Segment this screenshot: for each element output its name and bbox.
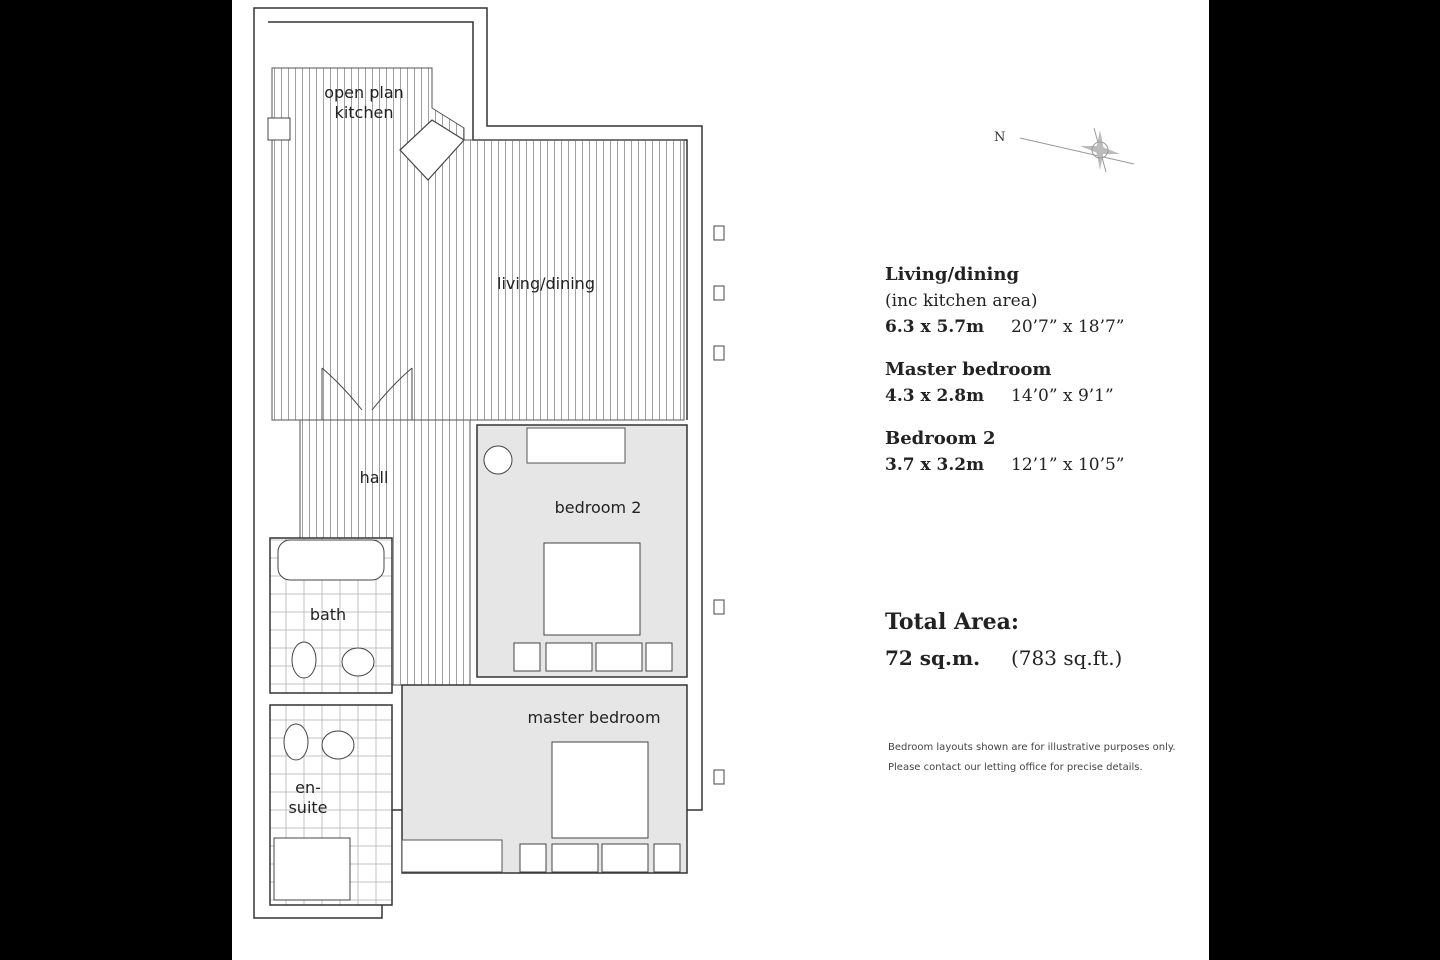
- living-kitchen-area: [267, 67, 685, 421]
- schedule-living-name: Living/dining: [885, 264, 1020, 285]
- label-hall: hall: [360, 468, 389, 487]
- total-area-sqm: 72 sq.m.: [885, 646, 981, 670]
- label-bath: bath: [310, 605, 346, 624]
- label-bedroom2: bedroom 2: [555, 498, 642, 517]
- label-ensuite-line1: en-: [295, 778, 321, 797]
- disclaimer-line2: Please contact our letting office for pr…: [888, 762, 1143, 773]
- total-area-label: Total Area:: [885, 609, 1019, 635]
- schedule-bedroom2: Bedroom 2 3.7 x 3.2m 12’1” x 10’5”: [885, 426, 1205, 478]
- bathroom: [269, 537, 393, 694]
- schedule-master-metric: 4.3 x 2.8m: [885, 386, 985, 406]
- schedule-living-imperial: 20’7” x 18’7”: [1011, 317, 1125, 337]
- schedule-bedroom2-metric: 3.7 x 3.2m: [885, 455, 985, 475]
- room-schedule: Living/dining (inc kitchen area) 6.3 x 5…: [885, 262, 1205, 495]
- schedule-living-metric: 6.3 x 5.7m: [885, 317, 985, 337]
- disclaimer: Bedroom layouts shown are for illustrati…: [888, 738, 1176, 778]
- north-label: N: [994, 130, 1006, 145]
- disclaimer-line1: Bedroom layouts shown are for illustrati…: [888, 742, 1176, 753]
- total-area-sqft: (783 sq.ft.): [1011, 646, 1123, 670]
- schedule-living: Living/dining (inc kitchen area) 6.3 x 5…: [885, 262, 1205, 340]
- ensuite: [269, 704, 393, 906]
- label-master: master bedroom: [527, 708, 660, 727]
- schedule-master: Master bedroom 4.3 x 2.8m 14’0” x 9’1”: [885, 357, 1205, 409]
- schedule-bedroom2-imperial: 12’1” x 10’5”: [1011, 455, 1125, 475]
- bedroom-2: [476, 424, 688, 678]
- windows-right: [713, 225, 725, 785]
- schedule-living-note: (inc kitchen area): [885, 291, 1038, 311]
- schedule-bedroom2-name: Bedroom 2: [885, 428, 996, 449]
- label-ensuite-line2: suite: [288, 798, 327, 817]
- label-kitchen-line2: kitchen: [335, 103, 394, 122]
- floorplan-sheet: open plan kitchen living/dining hall bed…: [232, 0, 1209, 960]
- total-area: Total Area: 72 sq.m. (783 sq.ft.): [885, 604, 1122, 676]
- label-kitchen-line1: open plan: [324, 83, 404, 102]
- schedule-master-imperial: 14’0” x 9’1”: [1011, 386, 1114, 406]
- floor-plan-drawing: open plan kitchen living/dining hall bed…: [253, 7, 1135, 919]
- label-living: living/dining: [497, 274, 595, 293]
- compass-rose-icon: [1019, 127, 1135, 173]
- schedule-master-name: Master bedroom: [885, 359, 1052, 380]
- master-bedroom: [401, 684, 688, 874]
